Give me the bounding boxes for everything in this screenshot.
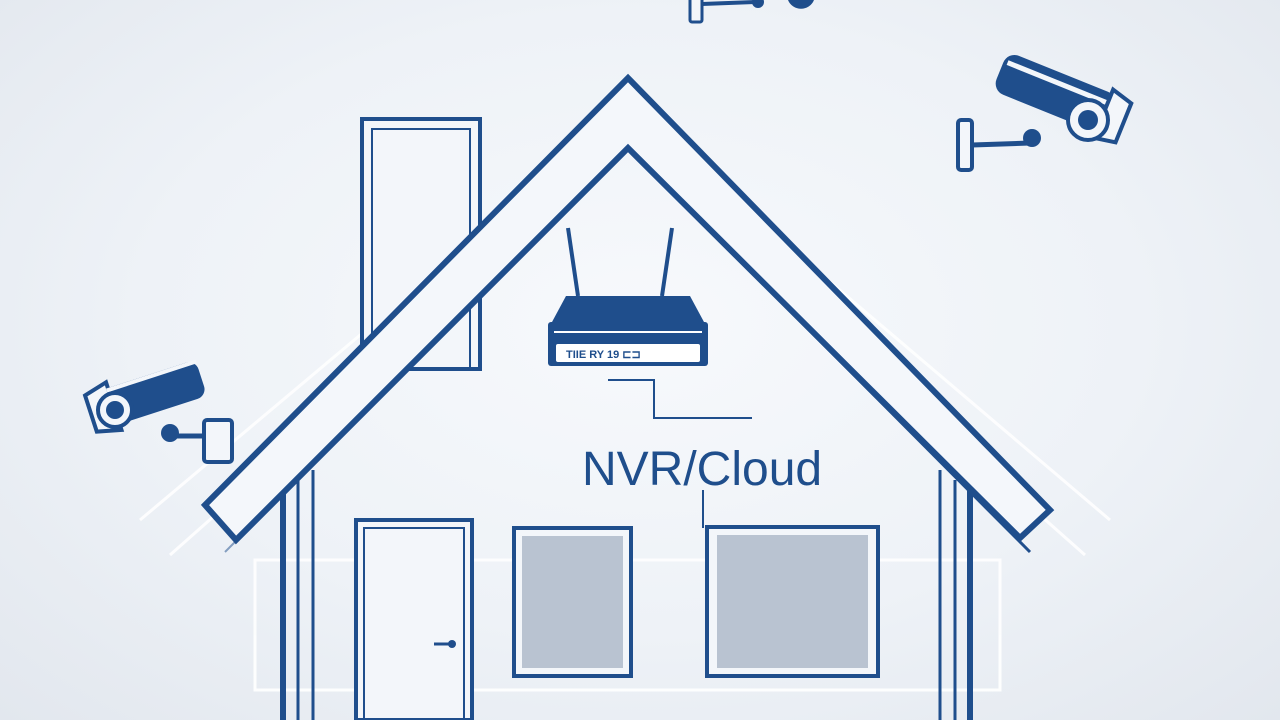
nvr-router-icon: TIIE RY 19 ⊏⊐ xyxy=(548,227,708,366)
door xyxy=(354,518,474,720)
security-camera-icon xyxy=(82,359,234,464)
security-camera-icon xyxy=(956,54,1134,172)
recorder-label: TIIE RY 19 ⊏⊐ xyxy=(566,349,641,361)
roof xyxy=(200,73,1055,554)
security-camera-icon xyxy=(688,0,814,24)
connection-lines xyxy=(608,379,752,528)
nvr-cloud-label: NVR/Cloud xyxy=(582,443,822,496)
window-left xyxy=(512,526,633,678)
door-knob xyxy=(448,640,456,648)
house-walls xyxy=(280,470,973,720)
window-right xyxy=(705,525,880,678)
